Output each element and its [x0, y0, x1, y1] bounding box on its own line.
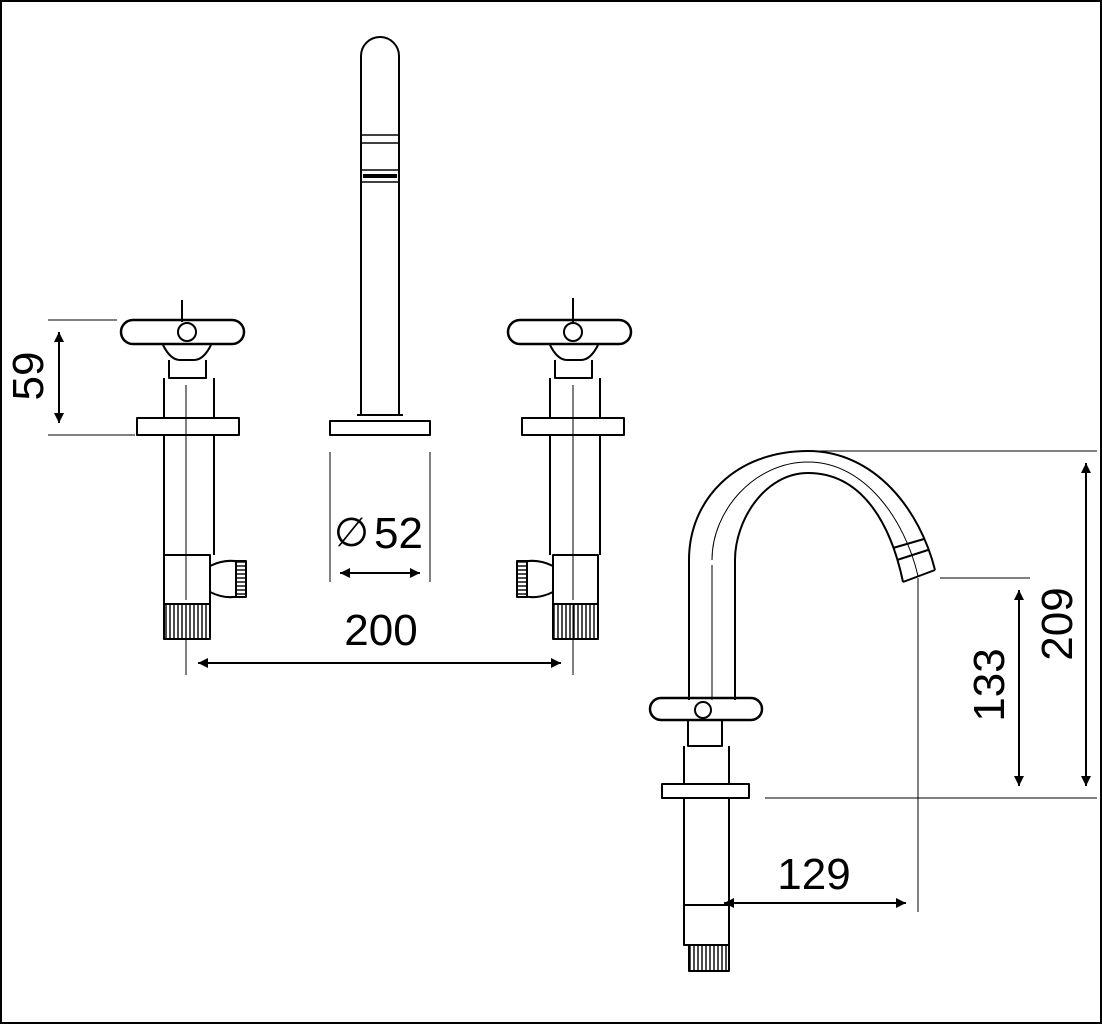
- dim-diameter-symbol: ∅: [334, 510, 369, 556]
- right-valve: [506, 298, 633, 640]
- gooseneck-side-view: [648, 450, 936, 972]
- dim-deck-diameter: 52: [374, 509, 423, 558]
- left-valve: [119, 300, 247, 640]
- dim-spout-projection: 129: [777, 850, 850, 899]
- dim-spout-total-height: 209: [1033, 587, 1082, 660]
- dim-handle-height: 59: [4, 352, 53, 401]
- dim-spout-outlet-height: 133: [965, 648, 1014, 721]
- center-spout: [329, 36, 431, 436]
- dim-handle-spacing: 200: [344, 606, 417, 655]
